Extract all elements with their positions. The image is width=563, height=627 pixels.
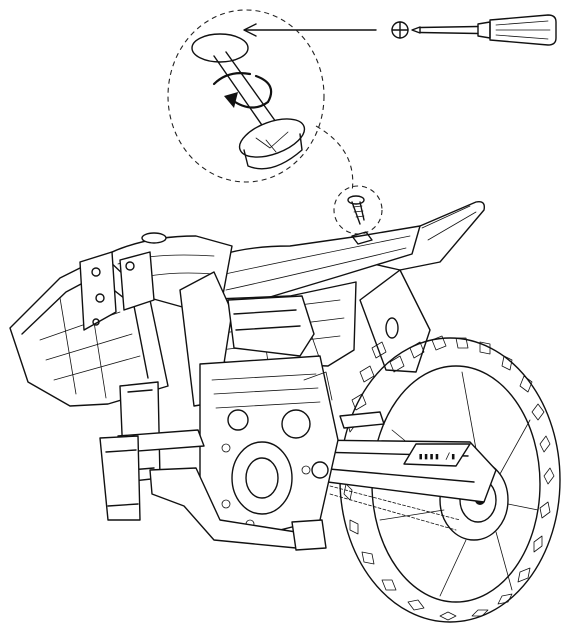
engine	[199, 355, 339, 541]
footpeg	[339, 411, 385, 429]
rotate-clockwise-icon	[212, 72, 273, 109]
exhaust-pipe	[99, 429, 327, 551]
swing-arm: ▮▮▮▮ /▮	[309, 439, 497, 531]
svg-text:▮▮▮▮ /▮: ▮▮▮▮ /▮	[418, 452, 456, 462]
direction-arrow	[243, 23, 377, 37]
motorcycle-illustration: ▮▮▮▮ /▮	[9, 200, 561, 623]
phillips-head-symbol	[391, 21, 409, 39]
frame	[119, 271, 315, 483]
seat-screw	[347, 195, 365, 225]
screw-detail	[191, 33, 306, 170]
screwdriver-icon	[391, 14, 557, 46]
front-plate	[79, 251, 155, 331]
